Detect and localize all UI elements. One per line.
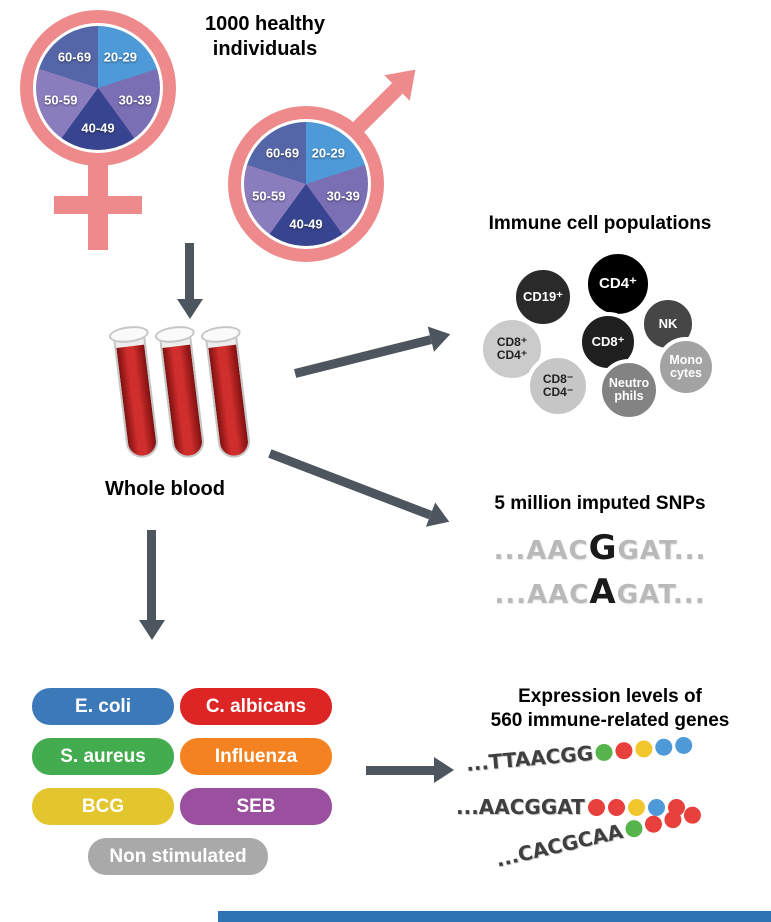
female-symbol-crossbar — [54, 196, 142, 214]
pie-label-20-29: 20-29 — [311, 145, 345, 161]
blood-tube — [153, 324, 208, 460]
snps-title: 5 million imputed SNPs — [494, 493, 706, 514]
blood-fill — [162, 344, 204, 458]
arrow-stimuli-to-expression — [366, 757, 454, 783]
stimulus-s-aureus: S. aureus — [32, 738, 174, 775]
snp-allele-g: G — [588, 528, 618, 568]
pie-label-40-49: 40-49 — [289, 216, 323, 232]
stimulus-non-stimulated: Non stimulated — [88, 838, 268, 875]
whole-blood-label: Whole blood — [105, 478, 225, 500]
gene-dot — [681, 805, 703, 826]
stimulus-bcg: BCG — [32, 788, 174, 825]
female-symbol-ring: 20-29 30-39 40-49 50-59 60-69 — [20, 10, 176, 166]
cell-cd4: CD4⁺ — [584, 250, 652, 318]
expression-sequence-row: ...TTAACGG — [465, 732, 694, 776]
pie-label-30-39: 30-39 — [326, 188, 360, 204]
cell-cd8: CD8⁺ — [578, 312, 638, 372]
title-1000-individuals: 1000 healthy individuals — [204, 13, 326, 60]
stimulus-e-coli: E. coli — [32, 688, 174, 725]
arrow-blood-to-stimuli — [139, 530, 165, 640]
gene-dot — [635, 739, 654, 759]
cell-monocytes: Mono cytes — [656, 337, 716, 397]
pie-label-60-69: 60-69 — [57, 49, 92, 65]
gene-dot — [674, 736, 694, 755]
gene-dot — [627, 799, 645, 816]
gene-dot — [595, 743, 614, 762]
gene-dot — [642, 814, 664, 835]
pie-label-20-29: 20-29 — [103, 49, 137, 65]
gene-dot — [615, 741, 634, 760]
pie-label-30-39: 30-39 — [118, 92, 152, 108]
pie-label-60-69: 60-69 — [265, 145, 300, 161]
cell-neutrophils: Neutro phils — [598, 359, 660, 421]
snp-sequences: ...AACGGAT... ...AACAGAT... — [448, 528, 752, 616]
age-pie: 20-29 30-39 40-49 50-59 60-69 — [36, 26, 160, 150]
immune-cells-cluster: CD19⁺ CD4⁺ NK CD8⁺ CD8⁺ CD4⁺ Mono cytes … — [470, 242, 722, 428]
arrow-individuals-to-blood — [177, 243, 203, 319]
gene-dot — [607, 799, 625, 816]
blood-fill — [116, 344, 158, 458]
cell-cd8neg-cd4neg: CD8⁻ CD4⁻ — [526, 354, 590, 418]
gene-dot — [647, 799, 665, 816]
pie-label-50-59: 50-59 — [252, 188, 286, 204]
immune-cells-title: Immune cell populations — [488, 213, 712, 234]
expression-title: Expression levels of 560 immune-related … — [490, 686, 730, 731]
blood-tube — [107, 324, 162, 460]
stimulus-c-albicans: C. albicans — [180, 688, 332, 725]
bottom-banner-bar — [218, 911, 771, 922]
cell-cd19: CD19⁺ — [512, 266, 574, 328]
arrow-blood-to-snps — [265, 441, 454, 534]
blood-fill — [208, 344, 250, 458]
snp-sequence-row: ...AACAGAT... — [494, 572, 706, 612]
gene-dot — [587, 799, 605, 816]
snp-sequence-row: ...AACGGAT... — [493, 528, 707, 568]
gene-dot — [623, 818, 644, 839]
gene-dot — [655, 737, 674, 757]
age-pie: 20-29 30-39 40-49 50-59 60-69 — [244, 122, 368, 246]
male-symbol-ring: 20-29 30-39 40-49 50-59 60-69 — [228, 106, 384, 262]
gene-dot — [662, 809, 683, 830]
pie-label-50-59: 50-59 — [44, 92, 78, 108]
arrow-blood-to-cells — [292, 321, 454, 386]
stimulus-influenza: Influenza — [180, 738, 332, 775]
snp-allele-a: A — [589, 572, 617, 612]
stimulus-seb: SEB — [180, 788, 332, 825]
blood-tube — [199, 324, 254, 460]
expression-sequence-row: ...AACGGAT — [456, 795, 685, 819]
pie-label-40-49: 40-49 — [81, 120, 115, 136]
